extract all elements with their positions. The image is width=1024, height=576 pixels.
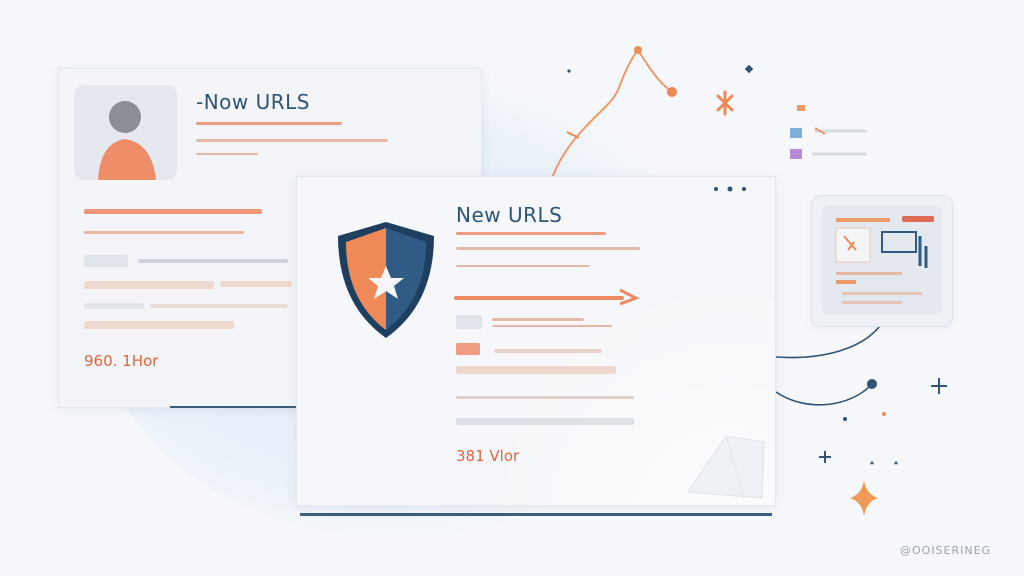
orange-tick (566, 131, 580, 139)
person-avatar-icon (98, 101, 156, 180)
navy-connector-2 (775, 383, 873, 406)
orange-node-top (634, 46, 642, 54)
back-text-line (196, 122, 342, 125)
back-text-line (196, 153, 258, 155)
back-card-stat: 960. 1Hor (84, 352, 159, 370)
front-text-line (456, 232, 606, 235)
back-block (84, 255, 128, 267)
dot (882, 412, 886, 416)
mini-bullet-blue (790, 128, 802, 138)
navy-plus-small-icon (819, 451, 831, 463)
small-preview-inner (822, 206, 942, 314)
front-text-line (456, 366, 616, 374)
page-fold (687, 435, 765, 499)
front-card-stat: 381 Vlor (456, 447, 520, 465)
front-block-orange (456, 343, 480, 355)
watermark: @OOISERINEG (900, 544, 992, 557)
front-text-line (492, 318, 584, 321)
small-preview-card (811, 195, 953, 327)
back-text-line (196, 139, 388, 142)
navy-connector-1 (775, 317, 886, 359)
front-card-base (300, 513, 772, 516)
orange-cross-icon (716, 90, 734, 116)
avatar (74, 85, 177, 180)
dot (870, 461, 874, 465)
front-text-line (456, 396, 634, 399)
front-text-line (456, 418, 634, 425)
dot (894, 461, 898, 465)
navy-plus-icon (931, 378, 947, 394)
arrow-icon (454, 288, 640, 306)
shield-star-icon (338, 222, 434, 338)
mini-bullet-purple (790, 149, 802, 159)
mini-bullet-orange (797, 105, 805, 111)
mini-orange-mark (814, 127, 826, 135)
front-card-title: New URLS (456, 203, 563, 227)
back-accent-line (84, 209, 262, 214)
back-card-base (170, 406, 296, 408)
back-text-line (84, 281, 214, 289)
back-text-line (84, 231, 244, 234)
back-text-line (150, 304, 288, 308)
orange-connector (551, 49, 639, 179)
orange-node-right (667, 87, 677, 97)
window-dots (714, 186, 746, 192)
front-text-line (492, 325, 612, 327)
back-text-line (84, 321, 234, 329)
front-block (456, 315, 482, 329)
front-text-line (456, 265, 590, 267)
orange-branch (637, 49, 673, 93)
dot (567, 69, 571, 73)
front-text-line (494, 349, 602, 353)
back-card-title: -Now URLS (196, 90, 311, 114)
preview-illustration (835, 216, 934, 304)
back-text-line (138, 259, 288, 263)
sparkle-icon (850, 480, 878, 516)
dot (843, 417, 847, 421)
back-text-line (220, 281, 292, 287)
front-text-line (456, 247, 640, 250)
navy-node-2 (867, 379, 877, 389)
diamond-dot (744, 64, 754, 74)
back-text-line (84, 303, 144, 309)
